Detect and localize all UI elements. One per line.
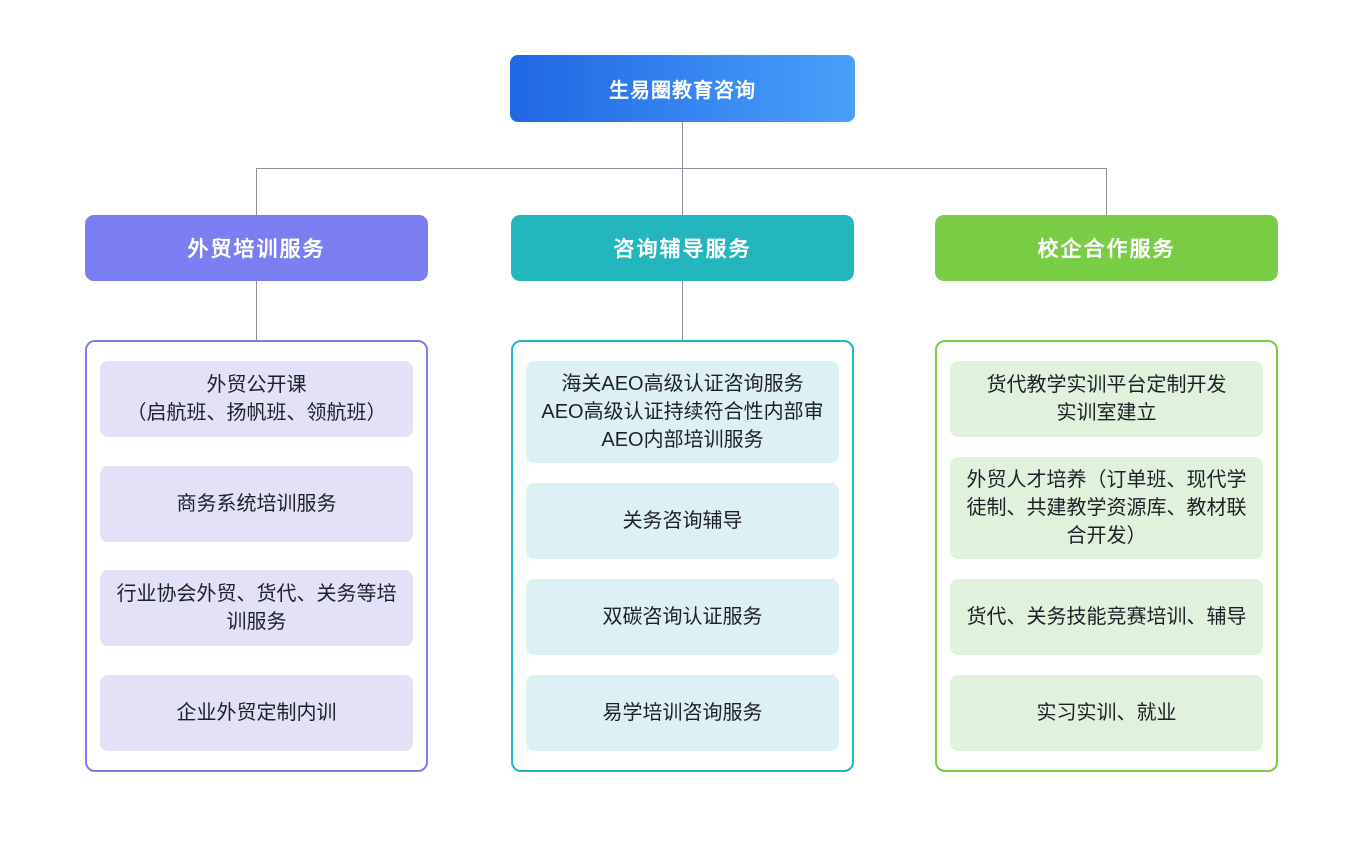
branch-item: 关务咨询辅导: [526, 483, 839, 559]
branch-item: 货代教学实训平台定制开发 实训室建立: [950, 361, 1263, 437]
connector-branch-2-body: [682, 281, 683, 340]
branch-trade-training: 外贸培训服务 外贸公开课 （启航班、扬帆班、领航班） 商务系统培训服务 行业协会…: [85, 215, 428, 772]
branch-item: 商务系统培训服务: [100, 465, 413, 542]
connector-drop-branch-1: [256, 168, 257, 215]
branch-item: 外贸人才培养（订单班、现代学 徒制、共建教学资源库、教材联 合开发）: [950, 457, 1263, 559]
branch-item: 货代、关务技能竞赛培训、辅导: [950, 579, 1263, 655]
branch-body-school-enterprise: 货代教学实训平台定制开发 实训室建立 外贸人才培养（订单班、现代学 徒制、共建教…: [935, 340, 1278, 772]
branch-header-trade-training: 外贸培训服务: [85, 215, 428, 281]
branch-item: 实习实训、就业: [950, 675, 1263, 751]
branch-header-consulting: 咨询辅导服务: [511, 215, 854, 281]
branch-school-enterprise: 校企合作服务 货代教学实训平台定制开发 实训室建立 外贸人才培养（订单班、现代学…: [935, 215, 1278, 772]
branch-item: 易学培训咨询服务: [526, 675, 839, 751]
connector-branch-1-body: [256, 281, 257, 340]
branch-body-consulting: 海关AEO高级认证咨询服务 AEO高级认证持续符合性内部审 AEO内部培训服务 …: [511, 340, 854, 772]
branch-item: 海关AEO高级认证咨询服务 AEO高级认证持续符合性内部审 AEO内部培训服务: [526, 361, 839, 463]
connector-root-drop: [682, 122, 683, 168]
branch-header-school-enterprise: 校企合作服务: [935, 215, 1278, 281]
branch-body-trade-training: 外贸公开课 （启航班、扬帆班、领航班） 商务系统培训服务 行业协会外贸、货代、关…: [85, 340, 428, 772]
branch-item: 企业外贸定制内训: [100, 674, 413, 751]
branch-item: 行业协会外贸、货代、关务等培 训服务: [100, 570, 413, 647]
connector-horizontal: [256, 168, 1107, 169]
branch-item: 外贸公开课 （启航班、扬帆班、领航班）: [100, 361, 413, 437]
branch-consulting: 咨询辅导服务 海关AEO高级认证咨询服务 AEO高级认证持续符合性内部审 AEO…: [511, 215, 854, 772]
connector-drop-branch-2: [682, 168, 683, 215]
branch-item: 双碳咨询认证服务: [526, 579, 839, 655]
root-node: 生易圈教育咨询: [510, 55, 855, 122]
connector-drop-branch-3: [1106, 168, 1107, 215]
